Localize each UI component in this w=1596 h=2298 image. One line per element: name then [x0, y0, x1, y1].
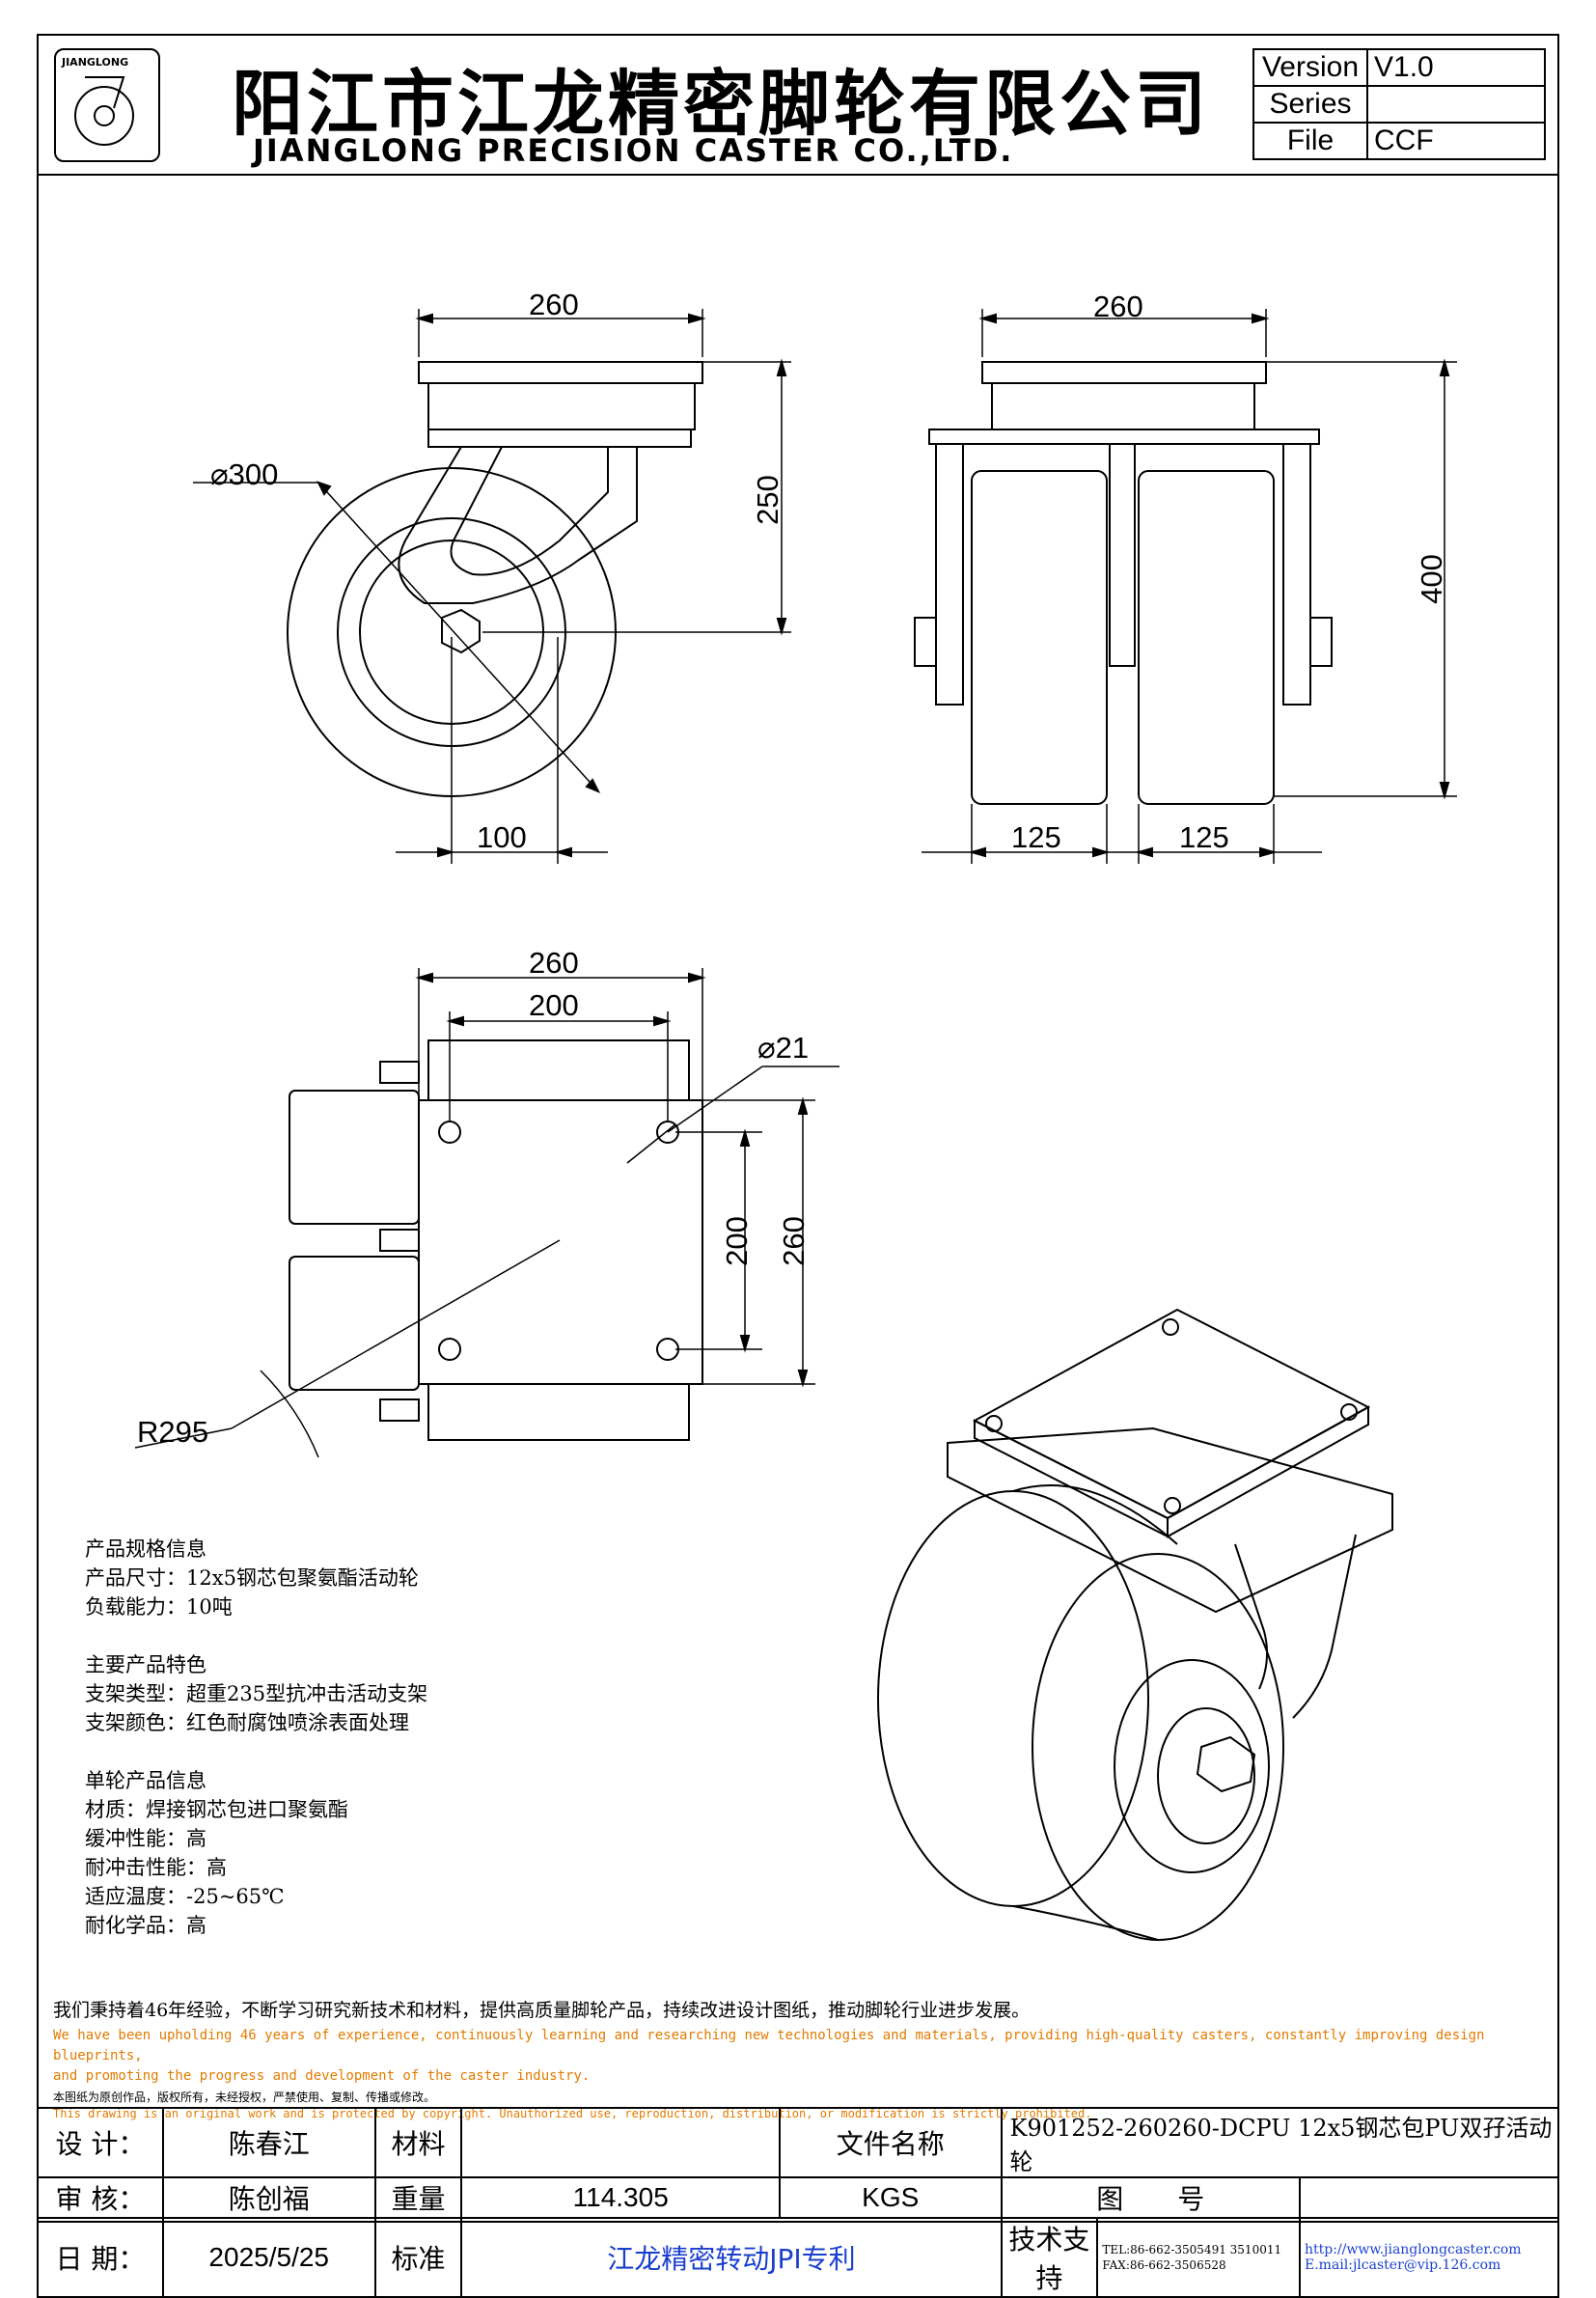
spec-cushion: 缓冲性能：高: [85, 1827, 206, 1850]
designer-value: 陈春江: [161, 2107, 376, 2178]
drawing-no-label: 图 号: [1000, 2176, 1302, 2219]
dim-front-height: 400: [1414, 554, 1448, 604]
statement-en-1: We have been upholding 46 years of exper…: [53, 2028, 1485, 2063]
statement-en-2: and promoting the progress and developme…: [53, 2068, 591, 2084]
dim-wheel-width-2: 125: [1179, 820, 1229, 854]
dim-offset: 100: [477, 820, 527, 854]
series-row: Series: [1252, 85, 1546, 124]
reviewer-value: 陈创福: [161, 2176, 376, 2219]
copyright-cn: 本图纸为原创作品，版权所有，未经授权，严禁使用、复制、传播或修改。: [53, 2090, 436, 2104]
wheel-group-title: 单轮产品信息: [85, 1769, 206, 1792]
dim-side-width: 260: [529, 288, 579, 321]
dim-hole-diameter: ⌀21: [757, 1031, 810, 1065]
filename-value: K901252-260260-DCPU 12x5钢芯包PU双孖活动轮: [1000, 2107, 1560, 2178]
dim-front-width: 260: [1093, 290, 1143, 323]
spec-block: 产品规格信息 产品尺寸：12x5钢芯包聚氨酯活动轮 负载能力：10吨 主要产品特…: [85, 1535, 427, 1940]
website-link[interactable]: http://www.jianglongcaster.com: [1305, 2242, 1522, 2257]
company-name-cn: 阳江市江龙精密脚轮有限公司: [232, 63, 1210, 146]
fax: FAX:86-662-3506528: [1102, 2258, 1226, 2272]
header-divider: [37, 174, 1559, 176]
tel: TEL:86-662-3505491 3510011: [1102, 2243, 1282, 2256]
statement-cn: 我们秉持着46年经验，不断学习研究新技术和材料，提供高质量脚轮产品，持续改进设计…: [53, 2000, 1031, 2021]
file-value: CCF: [1366, 122, 1546, 160]
title-row-design: 设 计： 陈春江 材料 文件名称 K901252-260260-DCPU 12x…: [37, 2107, 1560, 2178]
dim-hole-spacing-y: 200: [719, 1216, 754, 1266]
spec-temperature: 适应温度：-25~65℃: [85, 1885, 285, 1908]
spec-impact: 耐冲击性能：高: [85, 1856, 227, 1879]
weight-value: 114.305: [460, 2176, 781, 2219]
dim-radius: R295: [137, 1415, 209, 1449]
spec-chemical: 耐化学品：高: [85, 1914, 206, 1937]
weight-label: 重量: [373, 2176, 463, 2219]
material-label: 材料: [373, 2107, 463, 2178]
dim-top-width: 260: [529, 946, 579, 980]
spec-group-title: 产品规格信息: [85, 1537, 206, 1561]
dim-hole-spacing-x: 200: [529, 988, 579, 1022]
spec-bracket-color: 支架颜色：红色耐腐蚀喷涂表面处理: [85, 1711, 409, 1734]
company-name-en: JIANGLONG PRECISION CASTER CO.,LTD.: [253, 132, 1014, 169]
filename-label: 文件名称: [778, 2107, 1003, 2178]
material-value: [460, 2107, 781, 2178]
front-view: [914, 309, 1457, 864]
design-label: 设 计：: [37, 2107, 164, 2178]
title-row-review: 审 核： 陈创福 重量 114.305 KGS 图 号: [37, 2176, 1559, 2219]
file-key: File: [1252, 122, 1368, 160]
date-label: 日 期：: [37, 2217, 164, 2298]
support-label: 技术支持: [1000, 2217, 1099, 2298]
version-key: Version: [1252, 48, 1368, 87]
top-view: [134, 968, 839, 1458]
standard-value: 江龙精密转动JPI专利: [460, 2217, 1003, 2298]
dim-side-height: 250: [750, 475, 784, 525]
email-link[interactable]: E.mail:jlcaster@vip.126.com: [1305, 2257, 1501, 2273]
dim-top-height: 260: [776, 1216, 811, 1266]
company-statement: 我们秉持着46年经验，不断学习研究新技术和材料，提供高质量脚轮产品，持续改进设计…: [53, 1996, 1558, 2120]
spec-size: 产品尺寸：12x5钢芯包聚氨酯活动轮: [85, 1566, 419, 1590]
contact-web: http://www.jianglongcaster.com E.mail:jl…: [1299, 2217, 1559, 2298]
side-view: [193, 309, 791, 864]
title-row-date: 日 期： 2025/5/25 标准 江龙精密转动JPI专利 技术支持 TEL:8…: [37, 2217, 1559, 2298]
isometric-view: [877, 1308, 1393, 1941]
spec-load: 负载能力：10吨: [85, 1595, 233, 1619]
review-label: 审 核：: [37, 2176, 164, 2219]
standard-label: 标准: [373, 2217, 463, 2298]
date-value: 2025/5/25: [161, 2217, 376, 2298]
spec-material: 材质：焊接钢芯包进口聚氨酯: [85, 1798, 348, 1821]
company-logo: JIANGLONG: [54, 48, 160, 162]
dim-diameter: ⌀300: [210, 457, 279, 491]
weight-unit: KGS: [778, 2176, 1003, 2219]
logo-text: JIANGLONG: [62, 56, 129, 69]
title-block: 设 计： 陈春江 材料 文件名称 K901252-260260-DCPU 12x…: [37, 2107, 1560, 2298]
caster-logo-icon: [74, 76, 134, 146]
drawing-no-value: [1299, 2176, 1559, 2219]
feature-group-title: 主要产品特色: [85, 1653, 206, 1676]
series-value: [1366, 85, 1546, 124]
dim-wheel-width-1: 125: [1011, 820, 1061, 854]
version-value: V1.0: [1366, 48, 1546, 87]
spec-bracket-type: 支架类型：超重235型抗冲击活动支架: [85, 1682, 428, 1705]
series-key: Series: [1252, 85, 1368, 124]
contact-phone: TEL:86-662-3505491 3510011 FAX:86-662-35…: [1096, 2217, 1301, 2298]
